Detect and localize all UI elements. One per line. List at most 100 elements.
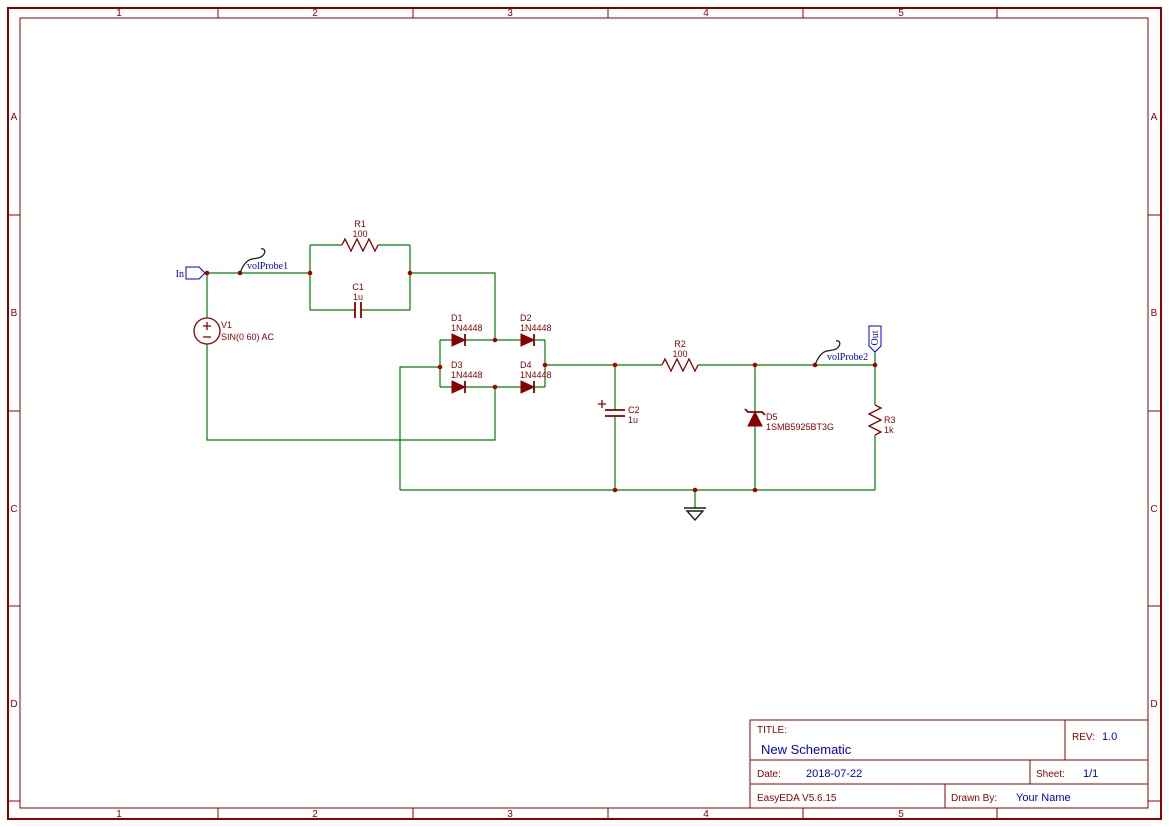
frame-row-label: C bbox=[1150, 504, 1157, 515]
component-ref[interactable]: R2 bbox=[674, 339, 686, 349]
ground-triangle bbox=[685, 510, 705, 522]
netflag-in[interactable]: In bbox=[176, 266, 206, 280]
component-ref[interactable]: R3 bbox=[884, 415, 896, 425]
junction-dot bbox=[307, 270, 313, 276]
rev-value[interactable]: 1.0 bbox=[1102, 731, 1117, 743]
netflag-out[interactable]: Out bbox=[868, 325, 882, 353]
frame-col-label: 2 bbox=[312, 8, 318, 19]
capacitor-c1[interactable]: C1 1u bbox=[352, 282, 364, 318]
frame-inner-border bbox=[19, 17, 1149, 809]
frame-row-label: C bbox=[10, 504, 17, 515]
zener-diode-d5[interactable]: D5 1SMB5925BT3G bbox=[744, 408, 834, 432]
ground-flag[interactable] bbox=[684, 507, 706, 522]
junction-dot bbox=[752, 362, 758, 368]
frame-col-label: 1 bbox=[116, 809, 122, 820]
voltage-source-v1[interactable]: V1 SIN(0 60) AC bbox=[193, 317, 275, 345]
component-value[interactable]: SIN(0 60) AC bbox=[221, 332, 275, 342]
component-ref[interactable]: V1 bbox=[221, 320, 232, 330]
sheet-label: Sheet: bbox=[1036, 769, 1065, 780]
frame-ticks bbox=[8, 8, 1161, 819]
component-value[interactable]: 1u bbox=[628, 415, 638, 425]
schematic-title[interactable]: New Schematic bbox=[761, 742, 852, 757]
component-value[interactable]: 100 bbox=[672, 349, 687, 359]
diode-d2[interactable]: D2 1N4448 bbox=[520, 313, 552, 347]
source-circle bbox=[193, 317, 221, 345]
probe-label[interactable]: volProbe2 bbox=[827, 352, 868, 363]
frame-row-label: D bbox=[10, 699, 17, 710]
title-label: TITLE: bbox=[757, 725, 787, 736]
component-ref[interactable]: D4 bbox=[520, 360, 532, 370]
date-label: Date: bbox=[757, 769, 781, 780]
component-ref[interactable]: D5 bbox=[766, 412, 778, 422]
component-value[interactable]: 1N4448 bbox=[451, 370, 483, 380]
date-value[interactable]: 2018-07-22 bbox=[806, 768, 862, 780]
resistor-r2[interactable]: R2 100 bbox=[661, 339, 699, 373]
netflag-shape bbox=[868, 325, 882, 353]
resistor-r3[interactable]: R3 1k bbox=[867, 404, 896, 436]
sheet-value[interactable]: 1/1 bbox=[1083, 768, 1098, 780]
resistor-r1[interactable]: R1 100 bbox=[341, 219, 379, 253]
junction-dot bbox=[492, 337, 498, 343]
component-ref[interactable]: R1 bbox=[354, 219, 366, 229]
component-value[interactable]: 1SMB5925BT3G bbox=[766, 422, 834, 432]
wires bbox=[205, 244, 876, 508]
diode-d1[interactable]: D1 1N4448 bbox=[451, 313, 483, 347]
component-ref[interactable]: D2 bbox=[520, 313, 532, 323]
wire-to-bridge-ac1[interactable] bbox=[410, 272, 496, 340]
component-ref[interactable]: C1 bbox=[352, 282, 364, 292]
frame-col-label: 5 bbox=[898, 809, 904, 820]
frame-row-label: A bbox=[11, 112, 18, 123]
netflag-label[interactable]: In bbox=[176, 269, 184, 280]
drawn-by-value[interactable]: Your Name bbox=[1016, 792, 1071, 804]
title-block-grid bbox=[750, 720, 1148, 808]
tool-version: EasyEDA V5.6.15 bbox=[757, 793, 837, 804]
capacitor-c2[interactable]: C2 1u bbox=[598, 400, 640, 425]
resistor-zigzag bbox=[341, 237, 379, 253]
frame-row-label: B bbox=[11, 308, 18, 319]
junction-dot bbox=[752, 487, 758, 493]
frame-col-label: 4 bbox=[703, 809, 709, 820]
voltage-probe-2[interactable]: volProbe2 bbox=[814, 340, 868, 366]
component-value[interactable]: 1N4448 bbox=[520, 323, 552, 333]
diode-d3[interactable]: D3 1N4448 bbox=[451, 360, 483, 394]
netflag-shape bbox=[185, 266, 206, 280]
wire-r1c1-loop[interactable] bbox=[309, 244, 411, 311]
capacitor-plates bbox=[605, 409, 625, 417]
component-ref[interactable]: D3 bbox=[451, 360, 463, 370]
junction-dot bbox=[612, 487, 618, 493]
capacitor-plates bbox=[354, 302, 362, 318]
diode-triangle bbox=[451, 380, 467, 394]
wire-v1-return[interactable] bbox=[206, 344, 496, 441]
junctions bbox=[204, 270, 878, 493]
diode-triangle bbox=[520, 333, 536, 347]
component-value[interactable]: 1N4448 bbox=[451, 323, 483, 333]
probe-squiggle bbox=[814, 340, 841, 366]
drawn-by-label: Drawn By: bbox=[951, 793, 997, 804]
rev-label: REV: bbox=[1072, 732, 1095, 743]
component-value[interactable]: 1u bbox=[353, 292, 363, 302]
netflag-label[interactable]: Out bbox=[870, 330, 881, 345]
voltage-probe-1[interactable]: volProbe1 bbox=[239, 248, 288, 274]
diode-triangle bbox=[520, 380, 536, 394]
frame-col-label: 1 bbox=[116, 8, 122, 19]
component-value[interactable]: 100 bbox=[352, 229, 367, 239]
probe-squiggle bbox=[239, 248, 266, 274]
junction-dot bbox=[542, 362, 548, 368]
component-ref[interactable]: D1 bbox=[451, 313, 463, 323]
component-value[interactable]: 1N4448 bbox=[520, 370, 552, 380]
wire-neg-rail-drop[interactable] bbox=[399, 366, 440, 490]
component-value[interactable]: 1k bbox=[884, 425, 894, 435]
probe-label[interactable]: volProbe1 bbox=[247, 261, 288, 272]
junction-dot bbox=[204, 270, 210, 276]
junction-dot bbox=[437, 364, 443, 370]
diode-d4[interactable]: D4 1N4448 bbox=[520, 360, 552, 394]
sheet-frame: 1 2 3 4 5 1 2 3 4 5 A B C D A B C D bbox=[7, 7, 1162, 820]
component-ref[interactable]: C2 bbox=[628, 405, 640, 415]
frame-col-label: 4 bbox=[703, 8, 709, 19]
frame-row-label: A bbox=[1151, 112, 1158, 123]
wire-bridge-leads[interactable] bbox=[440, 339, 545, 388]
plus-sign bbox=[203, 322, 211, 330]
frame-row-label: B bbox=[1151, 308, 1158, 319]
